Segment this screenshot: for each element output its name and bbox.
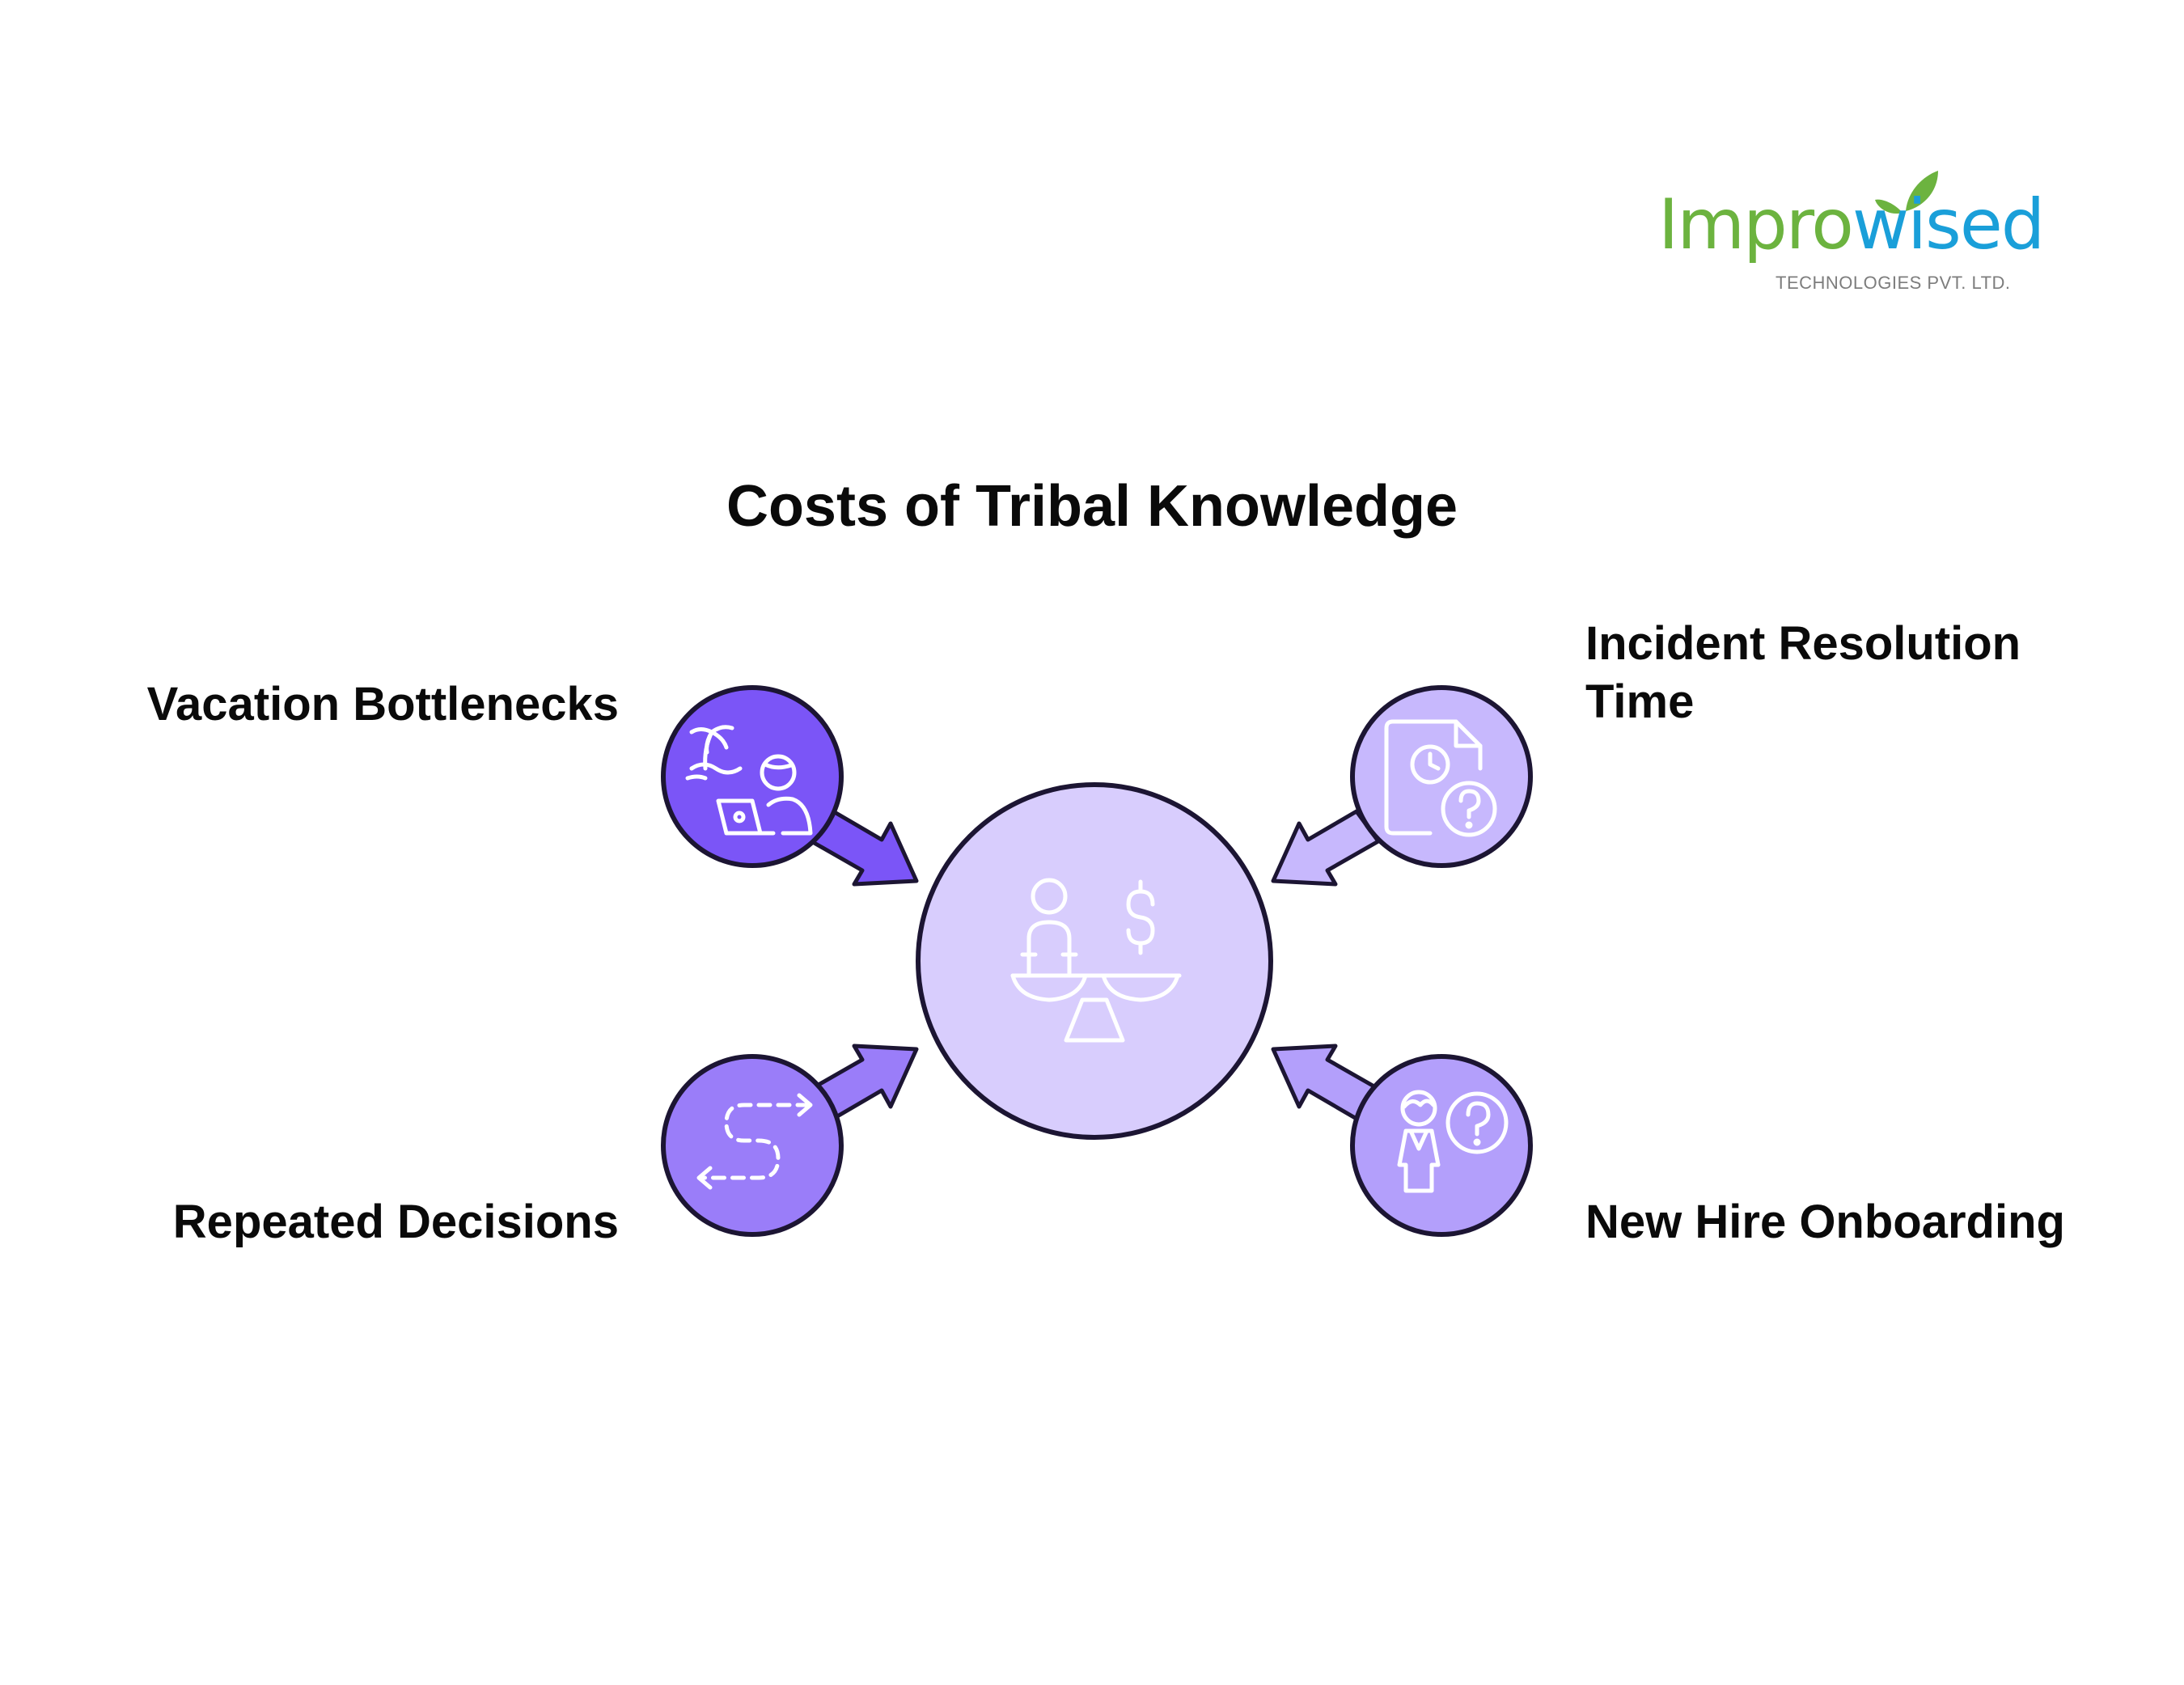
node-incident-resolution-time	[1350, 685, 1533, 868]
arrow-onboarding-to-center	[1271, 1044, 1381, 1121]
document-clock-question-icon	[1384, 719, 1497, 837]
label-incident-resolution-time: Incident Resolution Time	[1585, 615, 2021, 731]
node-repeated-decisions	[661, 1054, 844, 1237]
node-onboarding-circle	[1350, 1054, 1533, 1237]
node-new-hire-onboarding	[1350, 1054, 1533, 1237]
logo-subtitle: TECHNOLOGIES PVT. LTD.	[1776, 273, 2011, 293]
center-circle	[916, 782, 1273, 1140]
label-new-hire-onboarding: New Hire Onboarding	[1585, 1196, 2065, 1248]
label-incident-line-2: Time	[1585, 675, 1695, 728]
logo-word-part2: wised	[1852, 184, 2046, 265]
logo-wordmark: Improwised	[1658, 190, 2045, 260]
center-node	[916, 782, 1273, 1140]
person-question-icon	[1397, 1090, 1509, 1193]
leaf-icon	[1875, 171, 1938, 214]
label-vacation-bottlenecks: Vacation Bottlenecks	[146, 678, 619, 730]
node-vacation-bottlenecks	[661, 685, 844, 868]
label-repeated-decisions: Repeated Decisions	[172, 1196, 619, 1248]
node-repeated-circle	[661, 1054, 844, 1237]
beach-laptop-person-icon	[685, 725, 813, 836]
label-incident-line-1: Incident Resolution	[1585, 617, 2021, 670]
dashed-s-path-arrows-icon	[696, 1093, 813, 1190]
person-money-balance-scale-icon	[1010, 878, 1182, 1043]
logo-word-part1: Impro	[1658, 184, 1854, 265]
company-logo: Improwised TECHNOLOGIES PVT. LTD.	[1658, 166, 2045, 303]
arrow-vacation-to-center	[809, 809, 919, 887]
arrow-incident-to-center	[1271, 809, 1381, 887]
diagram-title: Costs of Tribal Knowledge	[726, 474, 1458, 539]
